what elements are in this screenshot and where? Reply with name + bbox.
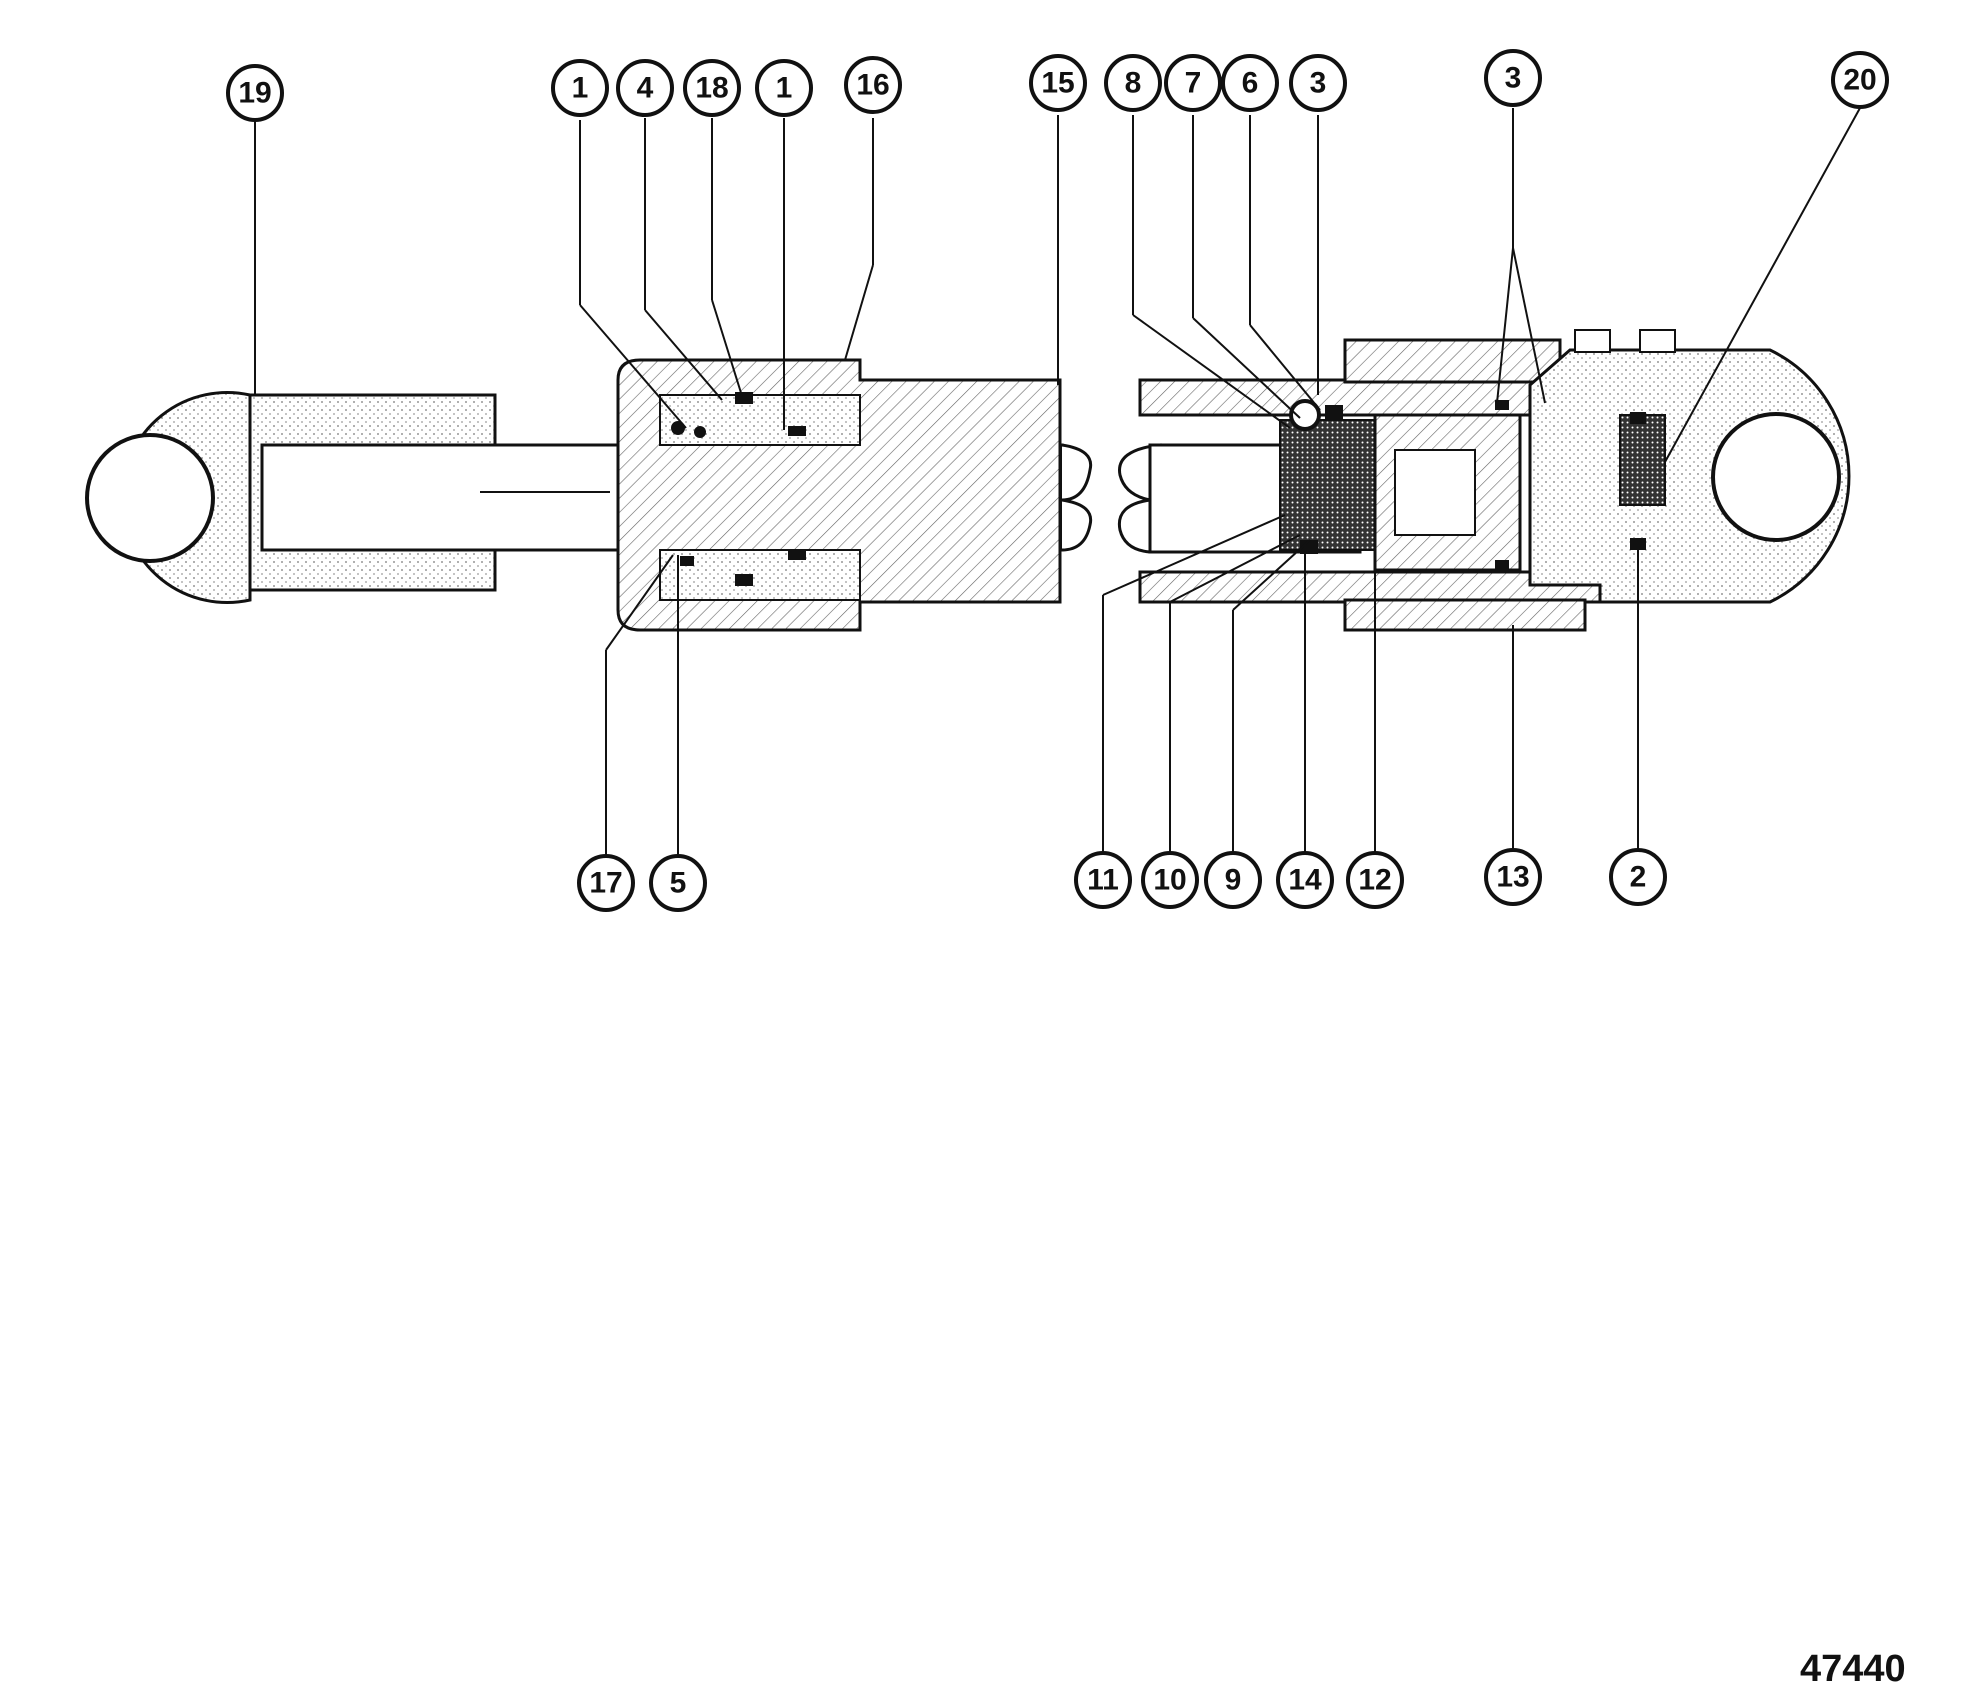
callout-1b: 1 <box>755 59 813 117</box>
callout-7: 7 <box>1164 54 1222 112</box>
callout-3: 3 <box>1289 54 1347 112</box>
callout-label: 14 <box>1288 864 1322 897</box>
callout-6: 6 <box>1221 54 1279 112</box>
callout-19: 19 <box>226 64 284 122</box>
base-end-eye <box>1528 329 1851 604</box>
callout-label: 5 <box>670 867 687 900</box>
callout-9: 9 <box>1204 851 1262 909</box>
callout-16: 16 <box>844 56 902 114</box>
callout-label: 1 <box>572 72 589 105</box>
callout-label: 12 <box>1358 864 1391 897</box>
callout-label: 10 <box>1153 864 1186 897</box>
callout-label: 7 <box>1185 67 1202 100</box>
callout-1: 1 <box>551 59 609 117</box>
callout-label: 20 <box>1843 64 1876 97</box>
callout-label: 1 <box>776 72 793 105</box>
piston <box>1279 399 1554 572</box>
callout-label: 6 <box>1242 67 1259 100</box>
callout-17: 17 <box>577 854 635 912</box>
callout-8: 8 <box>1104 54 1162 112</box>
rod-end-cap <box>616 358 1062 632</box>
callout-label: 16 <box>856 69 889 102</box>
leader-lines <box>254 107 1861 855</box>
callout-4: 4 <box>616 59 674 117</box>
callout-15: 15 <box>1029 54 1087 112</box>
callout-11: 11 <box>1074 851 1132 909</box>
callout-13: 13 <box>1484 848 1542 906</box>
callout-label: 11 <box>1087 864 1119 897</box>
figure-number: 47440 <box>1800 1648 1906 1690</box>
callout-label: 3 <box>1310 67 1327 100</box>
callout-label: 3 <box>1505 62 1522 95</box>
callout-10: 10 <box>1141 851 1199 909</box>
cylinder-barrel <box>1138 338 1602 632</box>
callout-20: 20 <box>1831 51 1889 109</box>
callout-14: 14 <box>1276 851 1334 909</box>
callouts: 19 1 4 18 1 16 15 8 7 6 3 3 20 17 5 11 1… <box>226 49 1889 912</box>
callout-label: 13 <box>1496 861 1529 894</box>
callout-label: 4 <box>637 72 654 105</box>
callout-label: 8 <box>1125 67 1142 100</box>
callout-label: 9 <box>1225 864 1242 897</box>
callout-label: 15 <box>1041 67 1074 100</box>
callout-2: 2 <box>1609 848 1667 906</box>
callout-label: 18 <box>695 72 728 105</box>
callout-label: 17 <box>589 867 622 900</box>
callout-label: 2 <box>1630 861 1647 894</box>
callout-18: 18 <box>683 59 741 117</box>
callout-3b: 3 <box>1484 49 1542 107</box>
callout-label: 19 <box>238 77 271 110</box>
callout-12: 12 <box>1346 851 1404 909</box>
callout-5: 5 <box>649 854 707 912</box>
